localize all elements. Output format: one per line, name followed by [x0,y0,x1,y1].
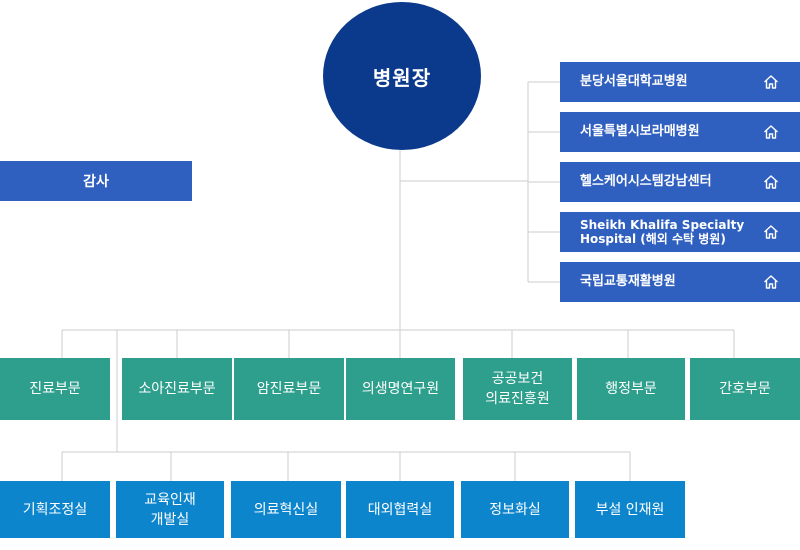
home-icon [764,75,778,89]
department-biomedical-research: 의생명연구원 [346,358,455,420]
department-clinical: 진료부문 [0,358,110,420]
hospital-label: 국립교통재활병원 [580,274,676,289]
hospital-link-traffic-rehab[interactable]: 국립교통재활병원 [560,262,800,302]
department-pediatric: 소아진료부문 [122,358,232,420]
hospital-link-boramae[interactable]: 서울특별시보라매병원 [560,112,800,152]
department-nursing: 간호부문 [690,358,800,420]
subunit-planning: 기획조정실 [0,481,110,538]
department-cancer: 암진료부문 [234,358,344,420]
department-administration: 행정부문 [577,358,685,420]
subunit-academy: 부설 인재원 [575,481,685,538]
hospital-director-node: 병원장 [323,2,481,150]
subunit-information: 정보화실 [461,481,569,538]
subunit-education: 교육인재 개발실 [116,481,224,538]
home-icon [764,225,778,239]
hospital-label: 분당서울대학교병원 [580,74,688,89]
hospital-link-bundang[interactable]: 분당서울대학교병원 [560,62,800,102]
home-icon [764,125,778,139]
hospital-label: Sheikh Khalifa Specialty Hospital (해외 수탁… [580,218,745,246]
audit-node: 감사 [0,161,192,201]
hospital-label: 서울특별시보라매병원 [580,124,700,139]
department-public-health: 공공보건 의료진흥원 [463,358,572,420]
subunit-innovation: 의료혁신실 [231,481,341,538]
subunit-external-affairs: 대외협력실 [346,481,454,538]
hospital-link-gangnam-center[interactable]: 헬스케어시스템강남센터 [560,162,800,202]
home-icon [764,175,778,189]
hospital-label: 헬스케어시스템강남센터 [580,174,712,189]
home-icon [764,275,778,289]
hospital-link-sheikh-khalifa[interactable]: Sheikh Khalifa Specialty Hospital (해외 수탁… [560,212,800,252]
